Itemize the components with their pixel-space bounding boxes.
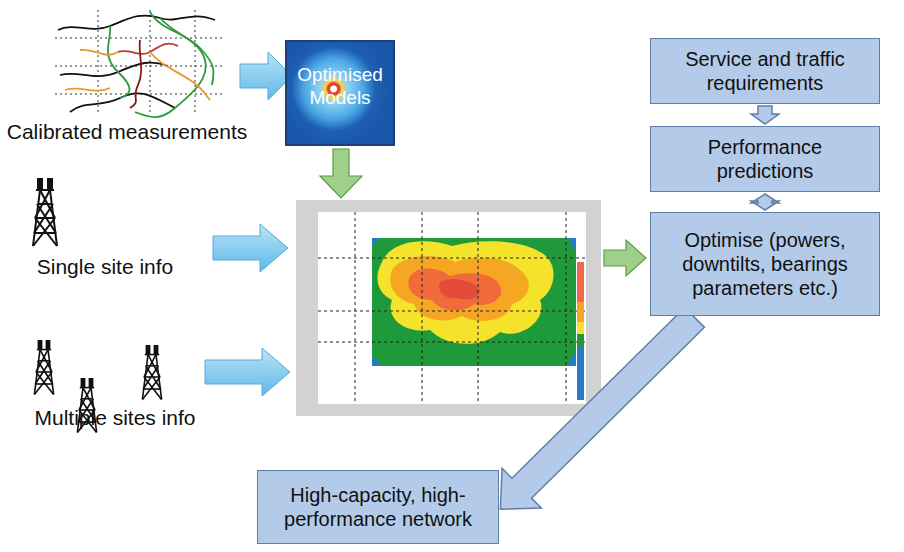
box-text: Optimised Models [291, 64, 389, 110]
tower-icon [34, 341, 53, 395]
tower-icon [142, 346, 161, 400]
block-arrow [500, 307, 704, 509]
model-box: Optimised Models [285, 40, 395, 146]
measurement-map [55, 10, 225, 117]
process-box: Performance predictions [650, 126, 880, 192]
block-arrow [751, 194, 779, 210]
process-box: Service and traffic requirements [650, 38, 880, 104]
process-box: Optimise (powers, downtilts, bearings pa… [650, 212, 880, 316]
icon-caption: Multiple sites info [34, 406, 195, 430]
box-text: Performance predictions [659, 135, 871, 183]
result-box: High-capacity, high-performance network [257, 470, 499, 544]
icon-caption: Calibrated measurements [7, 120, 247, 144]
block-arrow [751, 106, 779, 124]
box-text: Optimise (powers, downtilts, bearings pa… [659, 228, 871, 300]
coverage-map [296, 200, 601, 416]
input-arrow [205, 52, 292, 396]
box-text: High-capacity, high-performance network [266, 483, 490, 531]
tower-icon [33, 179, 57, 246]
box-text: Service and traffic requirements [659, 47, 871, 95]
icon-caption: Single site info [37, 255, 174, 279]
